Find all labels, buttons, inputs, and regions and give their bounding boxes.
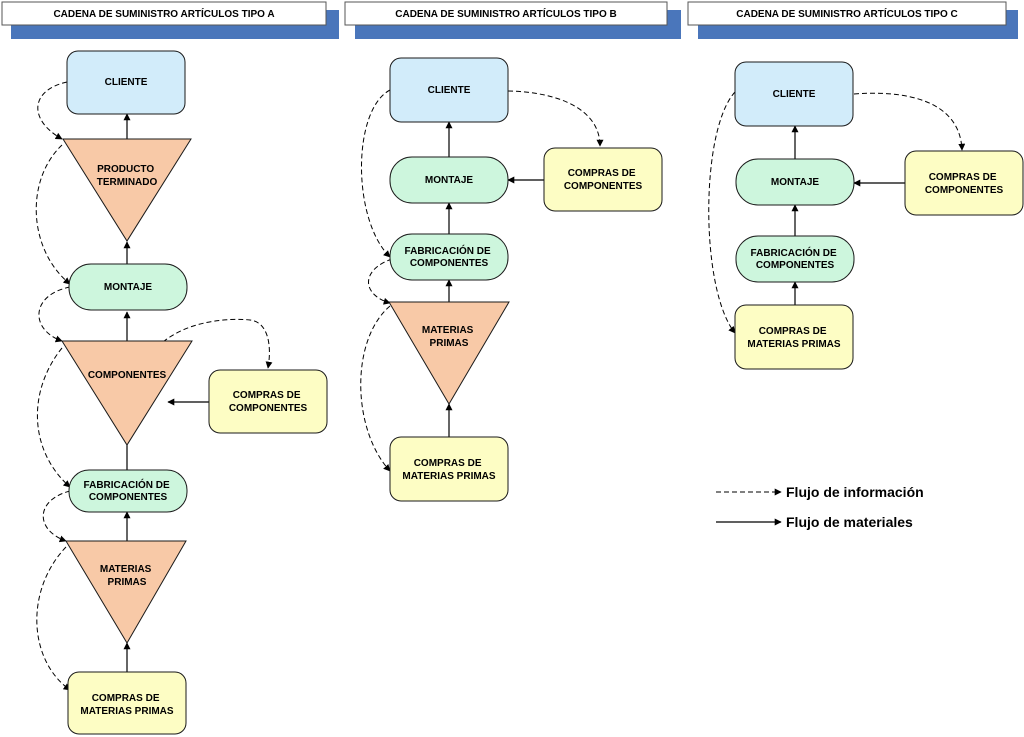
node-label: PRIMAS: [108, 577, 147, 588]
montaje-node: MONTAJE: [389, 156, 509, 204]
node-label: COMPONENTES: [756, 260, 835, 271]
cliente-node: CLIENTE: [734, 61, 854, 127]
node-label: MONTAJE: [425, 175, 473, 186]
compras-componentes-node: COMPRAS DE COMPONENTES: [543, 147, 663, 212]
node-label: COMPONENTES: [89, 492, 168, 503]
header-c: CADENA DE SUMINISTRO ARTÍCULOS TIPO C: [687, 1, 1018, 39]
node-label: FABRICACIÓN DE: [84, 478, 170, 491]
node-label: MATERIAS PRIMAS: [402, 471, 495, 482]
producto-terminado-node: PRODUCTO TERMINADO: [62, 138, 192, 242]
svg-text:MONTAJE: MONTAJE: [425, 175, 473, 186]
node-label: CLIENTE: [773, 89, 816, 100]
cliente-node: CLIENTE: [389, 57, 509, 123]
compras-componentes-node: COMPRAS DE COMPONENTES: [208, 369, 328, 434]
fabricacion-node: FABRICACIÓN DE COMPONENTES: [735, 235, 855, 283]
node-label: COMPONENTES: [410, 258, 489, 269]
node-label: COMPONENTES: [88, 370, 167, 381]
node-label: COMPONENTES: [564, 181, 643, 192]
cliente-node: CLIENTE: [66, 50, 186, 115]
svg-text:CLIENTE: CLIENTE: [773, 89, 816, 100]
svg-text:PRODUCTO TERMINADO: PRODUCTO TERMINADO: [97, 164, 158, 188]
svg-text:COMPRAS DE COMPONENTES: COMPRAS DE COMPONENTES: [229, 390, 308, 414]
chain-a: CLIENTE PRODUCTO TERMINADO MONTAJE COMPO…: [35, 50, 328, 735]
svg-text:COMPONENTES: COMPONENTES: [88, 370, 167, 381]
node-label: PRIMAS: [430, 338, 469, 349]
svg-text:CLIENTE: CLIENTE: [105, 77, 148, 88]
header-b: CADENA DE SUMINISTRO ARTÍCULOS TIPO B: [344, 1, 681, 39]
node-label: COMPRAS DE: [414, 458, 482, 469]
chain-b: CLIENTE MONTAJE COMPRAS DE COMPONENTES F…: [360, 57, 663, 502]
fabricacion-node: FABRICACIÓN DE COMPONENTES: [68, 469, 188, 513]
svg-text:COMPRAS DE MATERIAS PR: COMPRAS DE MATERIAS PRIMAS: [80, 693, 173, 717]
legend-material-label: Flujo de materiales: [786, 514, 913, 530]
header-b-title: CADENA DE SUMINISTRO ARTÍCULOS TIPO B: [395, 7, 616, 20]
svg-text:FABRICACIÓN DE COMPONE: FABRICACIÓN DE COMPONENTES: [751, 246, 840, 271]
compras-materias-node: COMPRAS DE MATERIAS PRIMAS: [67, 671, 187, 735]
node-label: COMPRAS DE: [92, 693, 160, 704]
fabricacion-node: FABRICACIÓN DE COMPONENTES: [389, 233, 509, 281]
montaje-node: MONTAJE: [68, 263, 188, 311]
svg-text:FABRICACIÓN DE COMPONE: FABRICACIÓN DE COMPONENTES: [84, 478, 173, 503]
node-label: COMPONENTES: [925, 185, 1004, 196]
svg-text:MONTAJE: MONTAJE: [104, 282, 152, 293]
node-label: COMPRAS DE: [568, 168, 636, 179]
header-c-title: CADENA DE SUMINISTRO ARTÍCULOS TIPO C: [736, 7, 957, 20]
montaje-node: MONTAJE: [735, 158, 855, 206]
node-label: MATERIAS: [100, 564, 152, 575]
node-label: MONTAJE: [104, 282, 152, 293]
legend-info-label: Flujo de información: [786, 484, 924, 500]
chain-c: CLIENTE MONTAJE COMPRAS DE COMPONENTES F…: [708, 61, 1024, 370]
svg-text:MATERIAS PRIMAS: MATERIAS PRIMAS: [422, 325, 476, 349]
compras-materias-node: COMPRAS DE MATERIAS PRIMAS: [389, 436, 509, 502]
svg-text:COMPRAS DE COMPONENTES: COMPRAS DE COMPONENTES: [564, 168, 643, 192]
node-label: COMPRAS DE: [759, 326, 827, 337]
node-label: MATERIAS: [422, 325, 474, 336]
node-label: TERMINADO: [97, 177, 158, 188]
componentes-node: COMPONENTES: [61, 340, 193, 446]
header-a: CADENA DE SUMINISTRO ARTÍCULOS TIPO A: [1, 1, 339, 39]
svg-text:COMPRAS DE MATERIAS PR: COMPRAS DE MATERIAS PRIMAS: [747, 326, 840, 350]
svg-text:COMPRAS DE MATERIAS PR: COMPRAS DE MATERIAS PRIMAS: [402, 458, 495, 482]
materias-primas-node: MATERIAS PRIMAS: [65, 540, 187, 644]
materias-primas-node: MATERIAS PRIMAS: [388, 301, 510, 405]
compras-materias-node: COMPRAS DE MATERIAS PRIMAS: [734, 304, 854, 370]
svg-text:CLIENTE: CLIENTE: [428, 85, 471, 96]
node-label: FABRICACIÓN DE: [405, 244, 491, 257]
node-label: FABRICACIÓN DE: [751, 246, 837, 259]
node-label: CLIENTE: [428, 85, 471, 96]
svg-text:MATERIAS PRIMAS: MATERIAS PRIMAS: [100, 564, 154, 588]
svg-text:COMPRAS DE COMPONENTES: COMPRAS DE COMPONENTES: [925, 172, 1004, 196]
compras-componentes-node: COMPRAS DE COMPONENTES: [904, 150, 1024, 216]
node-label: CLIENTE: [105, 77, 148, 88]
node-label: COMPRAS DE: [233, 390, 301, 401]
node-label: MATERIAS PRIMAS: [747, 339, 840, 350]
node-label: MATERIAS PRIMAS: [80, 706, 173, 717]
legend: Flujo de información Flujo de materiales: [716, 484, 924, 530]
node-label: COMPONENTES: [229, 403, 308, 414]
header-a-title: CADENA DE SUMINISTRO ARTÍCULOS TIPO A: [53, 7, 274, 20]
node-label: MONTAJE: [771, 177, 819, 188]
svg-text:MONTAJE: MONTAJE: [771, 177, 819, 188]
node-label: COMPRAS DE: [929, 172, 997, 183]
node-label: PRODUCTO: [97, 164, 154, 175]
svg-text:FABRICACIÓN DE COMPONE: FABRICACIÓN DE COMPONENTES: [405, 244, 494, 269]
